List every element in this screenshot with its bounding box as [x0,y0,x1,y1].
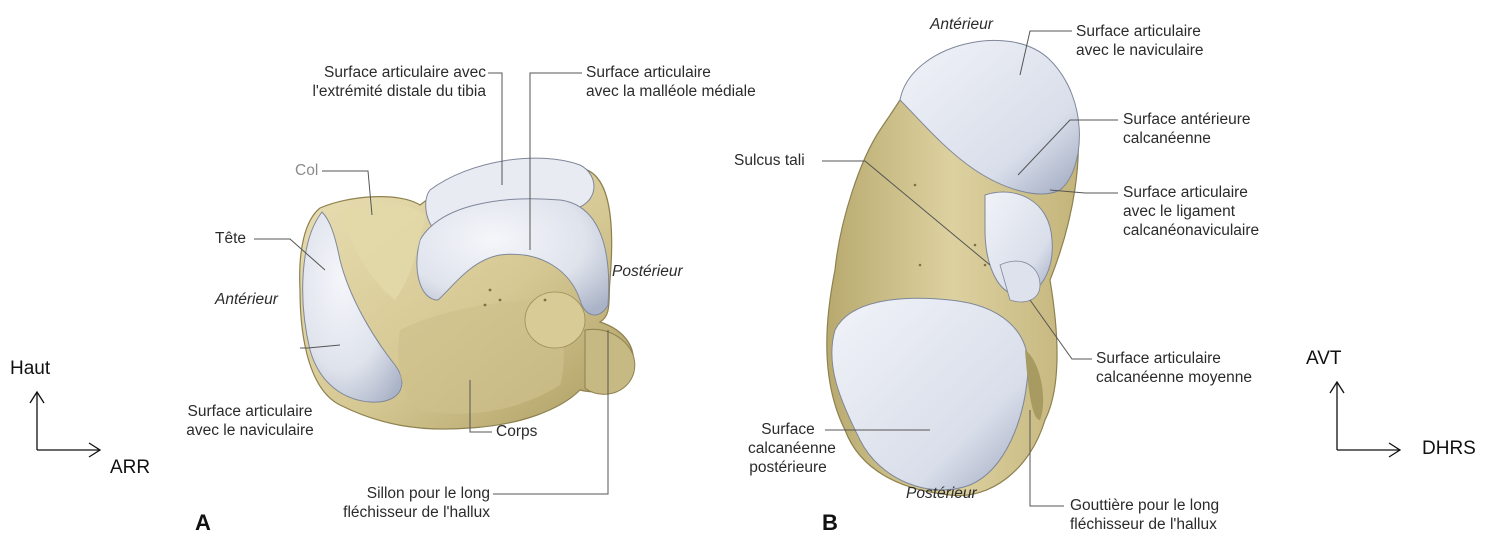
label-surface-malleole: Surface articulaire avec la malléole méd… [586,63,756,101]
label-corps: Corps [496,422,537,441]
axis-label-arr: ARR [110,457,150,479]
axis-label-haut: Haut [10,358,50,380]
label-surface-posterieure: Surface calcanéenne postérieure [748,420,828,477]
axis-label-avt: AVT [1306,348,1342,370]
label-surface-naviculaire-a: Surface articulaire avec le naviculaire [170,402,330,440]
label-surface-naviculaire-b: Surface articulaire avec le naviculaire [1076,22,1204,60]
label-anterieur-a: Antérieur [215,290,278,309]
talus-a-posterior-process [585,329,635,394]
talus-medial-view [300,158,635,429]
panel-label-a: A [195,510,211,536]
axis-label-dhrs: DHRS [1422,438,1476,460]
label-tete: Tête [215,229,246,248]
axes-a [30,392,100,457]
axes-b [1330,382,1400,457]
panel-label-b: B [822,510,838,536]
label-posterieur-b: Postérieur [906,484,977,503]
label-sillon: Sillon pour le long fléchisseur de l'hal… [310,484,490,522]
label-anterieur-b: Antérieur [930,15,993,34]
label-surface-anterieure-calc: Surface antérieure calcanéenne [1123,110,1251,148]
label-surface-tibia: Surface articulaire avec l'extrémité dis… [256,63,486,101]
label-gouttiere: Gouttière pour le long fléchisseur de l'… [1070,496,1219,534]
label-posterieur-a: Postérieur [612,262,683,281]
label-surface-moyenne: Surface articulaire calcanéenne moyenne [1096,349,1252,387]
label-surface-ligament: Surface articulaire avec le ligament cal… [1123,183,1259,240]
talus-b-posterior-calcaneal [832,298,1028,490]
talus-a-tubercle [525,292,585,348]
label-col: Col [295,161,318,180]
talus-inferior-view [827,40,1080,495]
label-sulcus-tali: Sulcus tali [734,151,805,170]
